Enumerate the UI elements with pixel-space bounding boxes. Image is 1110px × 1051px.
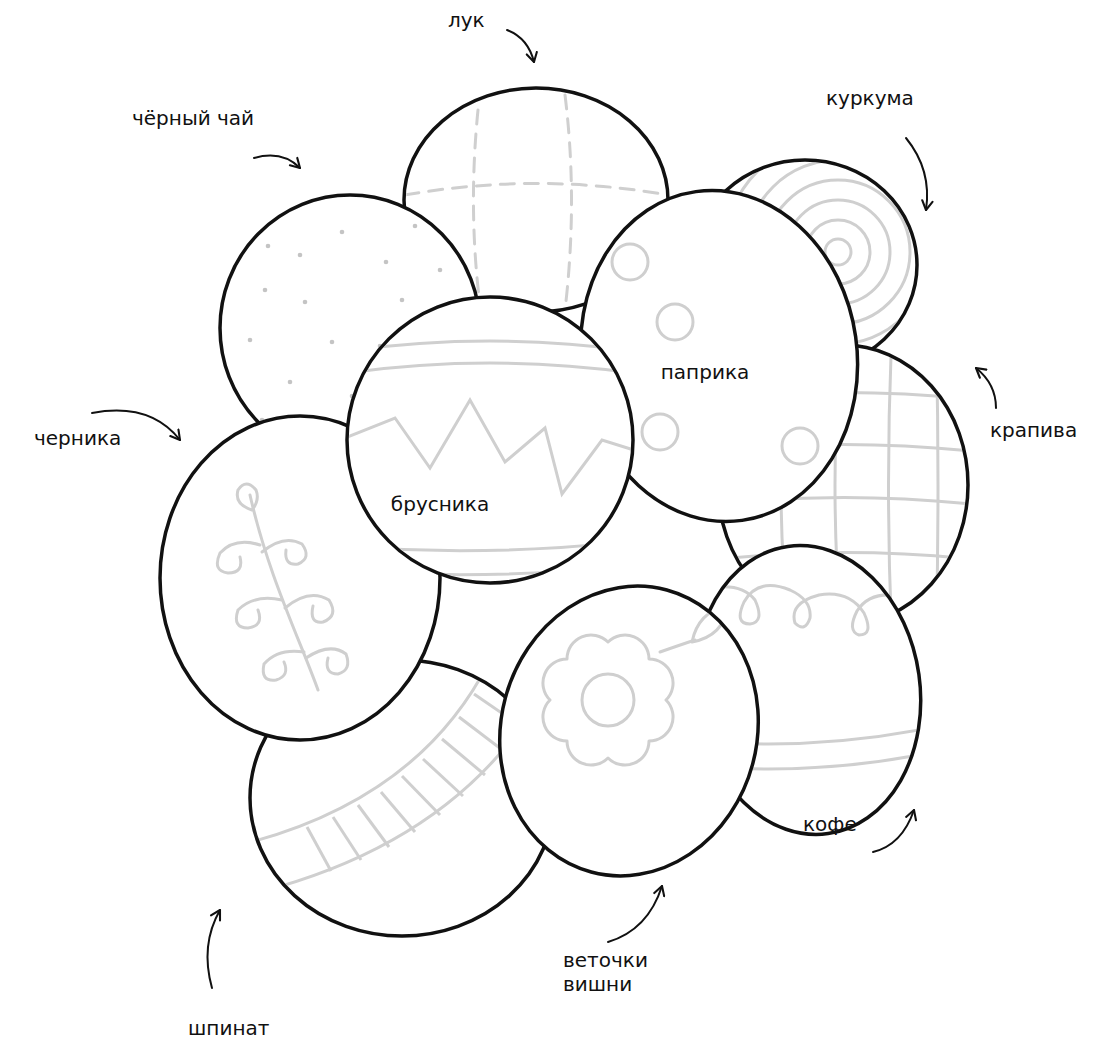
egg-drawing-part — [208, 910, 221, 988]
egg-drawing-part — [384, 260, 389, 265]
circle-ornament — [612, 244, 648, 280]
egg-drawing-part — [438, 268, 443, 273]
cherry-twig-egg — [468, 557, 791, 905]
egg-drawing-part — [381, 792, 415, 832]
zigzag-ornament — [340, 400, 640, 494]
dye-label: кофе — [803, 812, 857, 836]
dye-label: куркума — [826, 86, 914, 110]
egg-drawing-part — [333, 817, 361, 860]
egg-drawing-part — [250, 495, 318, 690]
egg-pattern — [340, 341, 640, 575]
egg-drawing-part — [298, 253, 303, 258]
egg-drawing-part — [507, 30, 534, 62]
egg-drawing-part — [976, 368, 996, 408]
dye-label: шпинат — [188, 1016, 269, 1040]
egg-drawing-part — [236, 598, 282, 628]
dye-label: веточки вишни — [563, 948, 663, 996]
egg-drawing-part — [468, 557, 791, 905]
egg-drawing-part — [400, 298, 405, 303]
egg-drawing-part — [288, 380, 293, 385]
egg-drawing-part — [402, 776, 440, 815]
lingonberry-egg: брусника — [342, 292, 638, 588]
egg-drawing-part — [266, 244, 271, 249]
egg-drawing-part — [237, 484, 257, 510]
circle-ornament — [782, 428, 818, 464]
egg-drawing-part — [543, 635, 673, 765]
egg-drawing-part — [608, 886, 662, 942]
dye-name: брусника — [391, 492, 489, 516]
egg-drawing-part — [582, 674, 634, 726]
egg-drawing-part — [565, 95, 572, 310]
egg-drawing-part — [358, 805, 389, 847]
egg-drawing-part — [413, 224, 418, 229]
band-ornament — [340, 564, 640, 575]
circle-ornament — [657, 304, 693, 340]
egg-drawing-part — [473, 110, 480, 305]
egg-drawing-part — [340, 230, 345, 235]
dye-label: чёрный чай — [132, 106, 254, 130]
egg-drawing-part — [330, 340, 335, 345]
egg-drawing-part — [936, 330, 938, 640]
dye-label: крапива — [990, 418, 1077, 442]
egg-drawing-part — [263, 288, 268, 293]
egg-drawing-part — [262, 540, 306, 564]
dye-name: паприка — [661, 360, 749, 384]
egg-outline — [342, 292, 638, 588]
egg-drawing-part — [217, 542, 260, 573]
egg-drawing-part — [285, 596, 333, 623]
egg-drawing-part — [263, 651, 304, 680]
egg-drawing-part — [543, 605, 728, 765]
egg-drawing-part — [307, 827, 331, 871]
egg-drawing-part — [889, 330, 893, 640]
band-ornament — [340, 540, 640, 551]
egg-border — [347, 297, 633, 583]
egg-drawing-part — [442, 739, 485, 775]
egg-drawing-part — [468, 557, 791, 905]
egg-drawing-part — [303, 300, 308, 305]
egg-drawing-part — [660, 640, 695, 652]
egg-drawing-part — [254, 156, 300, 168]
egg-drawing-part — [700, 586, 905, 635]
egg-drawing-part — [306, 649, 348, 674]
egg-pattern — [612, 244, 818, 464]
leader-arrows — [92, 30, 996, 988]
egg-drawing-part — [906, 138, 927, 210]
circle-ornament — [642, 414, 678, 450]
egg-drawing-part — [217, 484, 347, 690]
egg-drawing-part — [248, 338, 253, 343]
band-ornament — [340, 363, 640, 374]
dye-label: черника — [34, 426, 121, 450]
egg-drawing-part — [405, 184, 668, 196]
egg-drawing-part — [873, 810, 914, 852]
dye-label: лук — [448, 8, 485, 32]
egg-drawing-part — [423, 759, 463, 796]
